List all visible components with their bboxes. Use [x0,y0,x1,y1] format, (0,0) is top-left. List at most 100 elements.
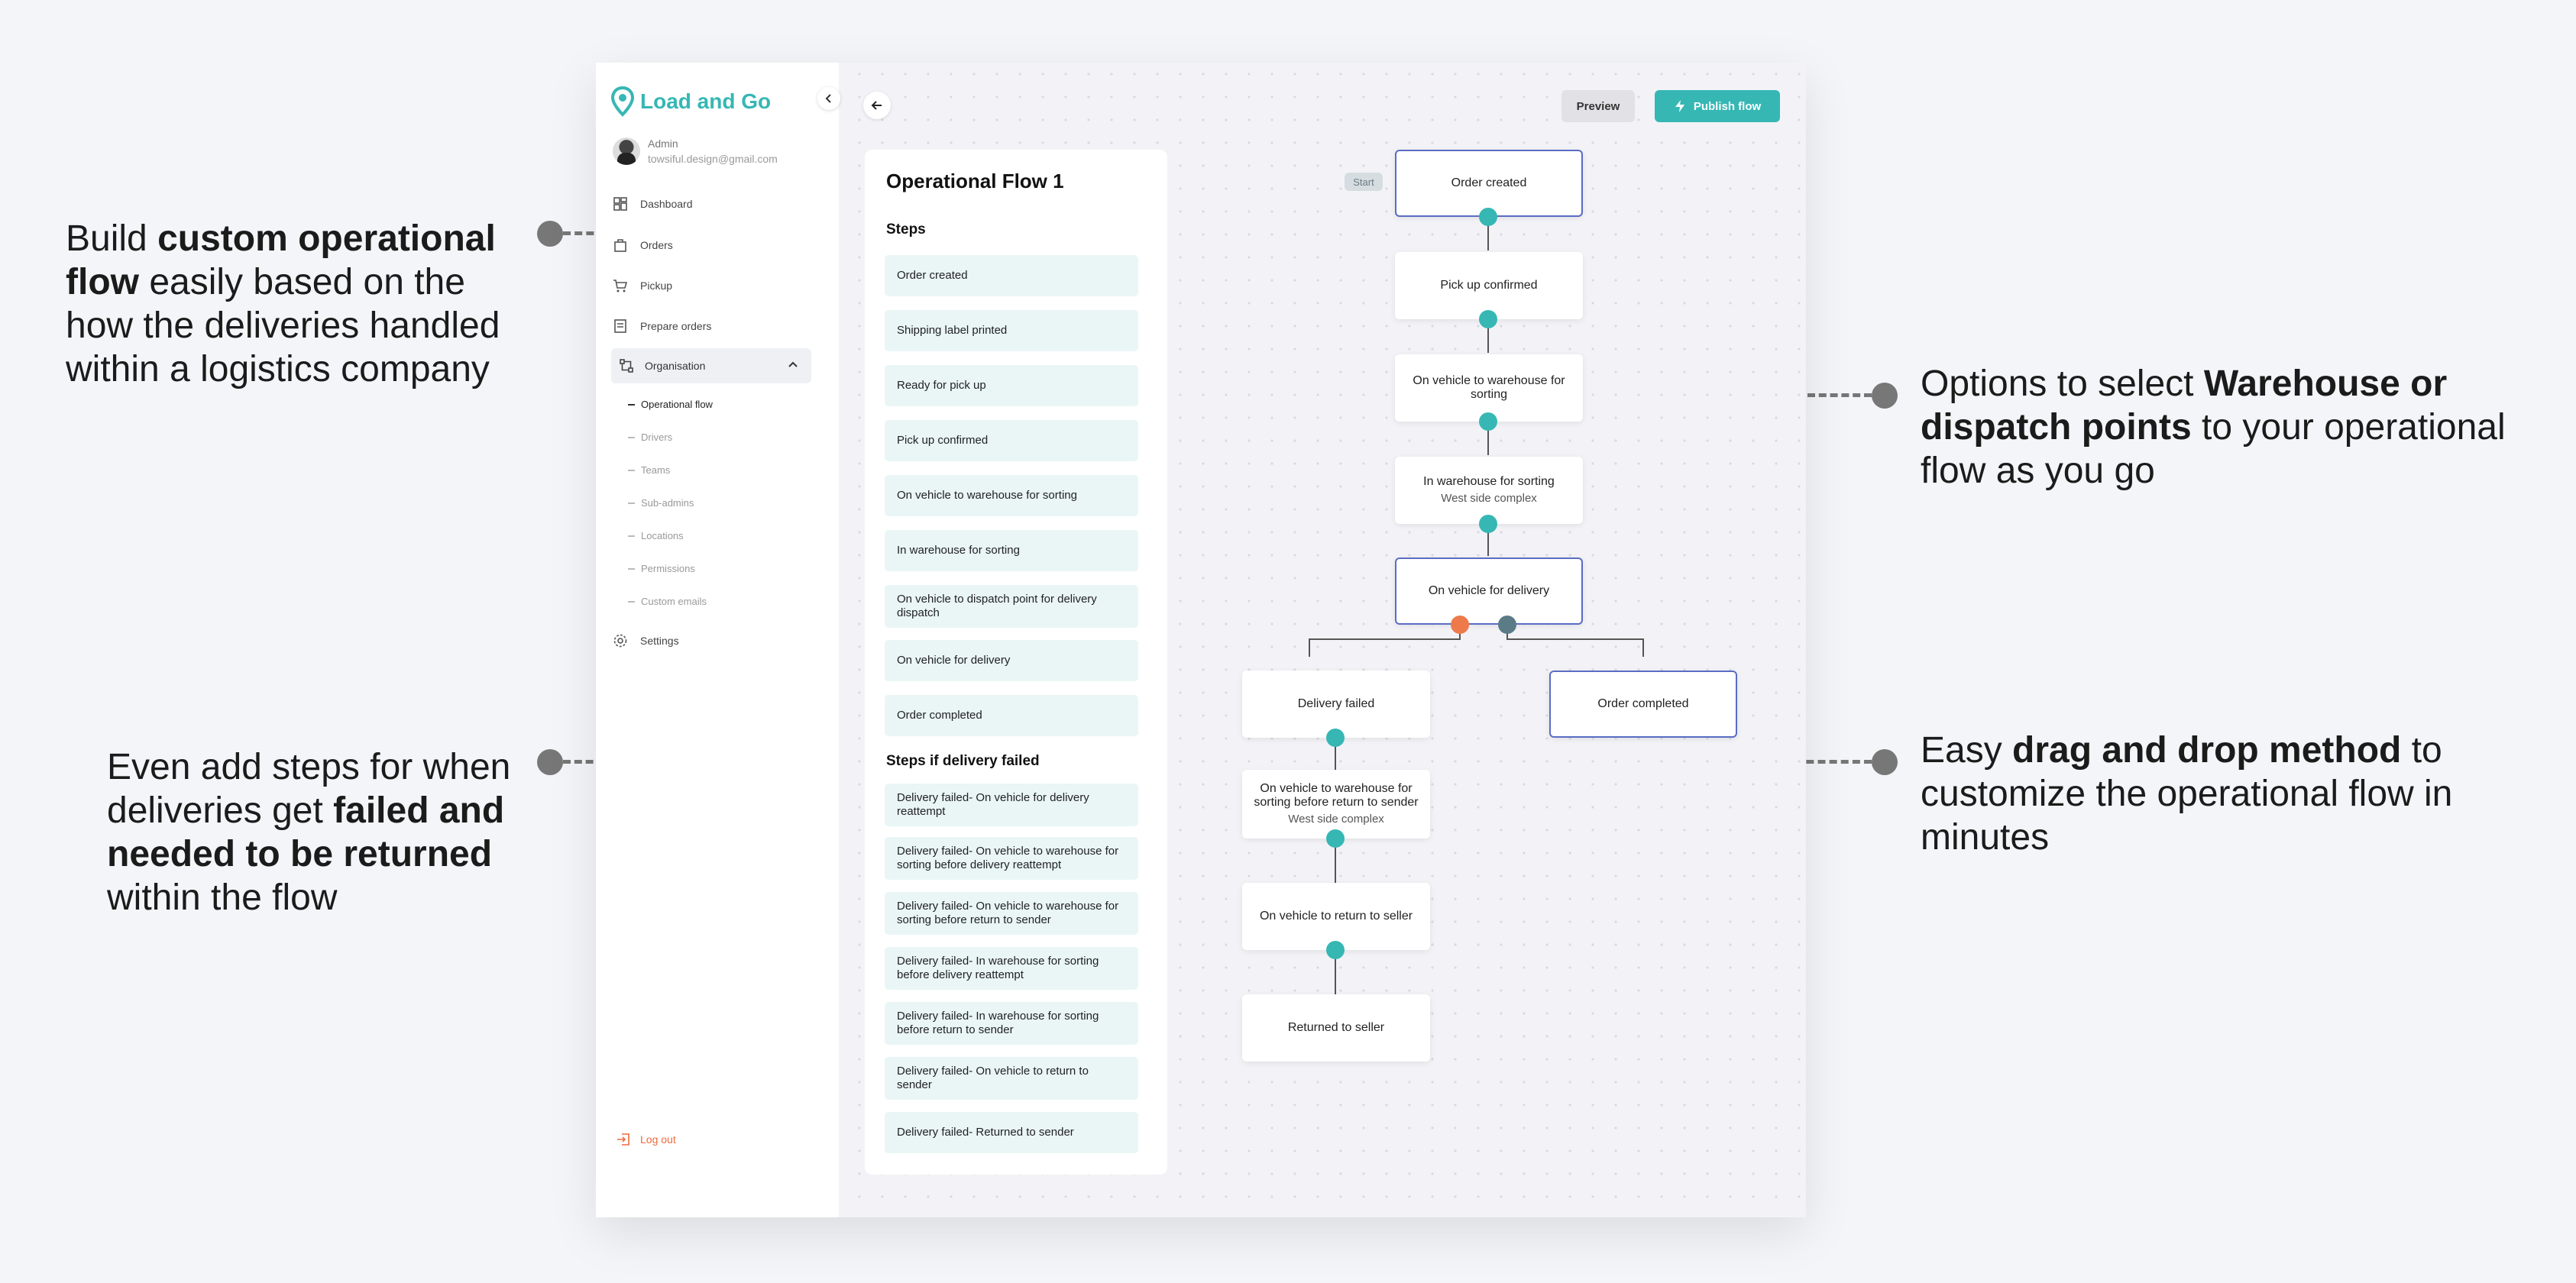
nav-settings[interactable]: Settings [613,629,679,652]
nav-dashboard[interactable]: Dashboard [613,192,693,215]
document-icon [613,318,628,334]
start-badge: Start [1345,173,1383,191]
user-role: Admin [648,137,678,150]
step-item[interactable]: Order completed [885,695,1138,736]
subnav-teams[interactable]: Teams [628,464,670,476]
connector-line [1309,638,1461,640]
subnav-operational-flow[interactable]: Operational flow [628,399,713,410]
connection-handle[interactable] [1479,412,1497,431]
connection-handle[interactable] [1326,941,1345,959]
connector-line [1487,522,1489,556]
cart-icon [613,278,628,293]
user-profile[interactable]: Admin towsiful.design@gmail.com [613,137,778,165]
nav-settings-label: Settings [640,635,679,647]
dash-marker [628,403,635,406]
chevron-up-icon [788,361,798,367]
failed-step-item[interactable]: Delivery failed- On vehicle to warehouse… [885,837,1138,880]
flow-node-return-to-seller[interactable]: On vehicle to return to seller [1242,883,1430,950]
flow-node-label: Returned to seller [1287,1021,1385,1034]
subnav-label: Drivers [641,431,673,443]
annotation-pin [537,749,563,775]
app-window: Load and Go Admin towsiful.design@gmail.… [596,63,1806,1217]
connection-handle[interactable] [1479,208,1497,226]
failed-step-item[interactable]: Delivery failed- On vehicle for delivery… [885,784,1138,826]
subnav-custom-emails[interactable]: Custom emails [628,596,707,607]
logout-button[interactable]: Log out [616,1132,676,1147]
flow-node-location: West side complex [1441,492,1537,505]
nav-pickup[interactable]: Pickup [613,274,672,297]
publish-flow-label: Publish flow [1693,99,1762,113]
flow-node-return-sorting[interactable]: On vehicle to warehouse for sorting befo… [1242,770,1430,839]
subnav-drivers[interactable]: Drivers [628,431,672,443]
success-branch-handle[interactable] [1498,616,1516,634]
flow-node-order-completed[interactable]: Order completed [1549,671,1737,738]
flow-node-label: On vehicle to warehouse for sorting befo… [1254,782,1419,809]
nav-orders[interactable]: Orders [613,234,673,257]
flow-node-label: On vehicle for delivery [1428,584,1550,597]
flow-node-vehicle-for-delivery[interactable]: On vehicle for delivery [1395,557,1583,625]
step-item[interactable]: On vehicle to dispatch point for deliver… [885,585,1138,628]
step-item[interactable]: On vehicle for delivery [885,640,1138,681]
preview-button[interactable]: Preview [1561,90,1635,122]
back-button[interactable] [863,92,891,119]
annotation-text: Easy [1921,730,2013,771]
annotation-text: within the flow [107,877,338,918]
connector-line [1642,638,1644,657]
sidebar: Load and Go Admin towsiful.design@gmail.… [596,63,840,1217]
subnav-label: Sub-admins [641,497,694,509]
annotation-text: Options to select [1921,364,2204,404]
flow-node-order-created[interactable]: Order created [1395,150,1583,217]
subnav-locations[interactable]: Locations [628,530,684,541]
failed-step-item[interactable]: Delivery failed- In warehouse for sortin… [885,947,1138,990]
connection-handle[interactable] [1479,515,1497,533]
nav-organisation-label: Organisation [645,360,706,372]
chevron-left-icon [825,94,831,103]
step-item[interactable]: On vehicle to warehouse for sorting [885,475,1138,516]
flow-node-returned-to-seller[interactable]: Returned to seller [1242,994,1430,1062]
failed-step-item[interactable]: Delivery failed- Returned to sender [885,1112,1138,1153]
nav-prepare-orders[interactable]: Prepare orders [613,315,711,338]
step-item[interactable]: Shipping label printed [885,310,1138,351]
dash-marker [628,436,635,438]
flow-title: Operational Flow 1 [886,170,1064,192]
failed-branch-handle[interactable] [1451,616,1469,634]
logout-label: Log out [640,1133,676,1146]
annotation-text: to your operational flow as you go [1921,407,2506,491]
subnav-sub-admins[interactable]: Sub-admins [628,497,694,509]
user-email: towsiful.design@gmail.com [648,153,778,165]
flow-node-label: Order completed [1597,697,1689,710]
flow-node-delivery-failed[interactable]: Delivery failed [1242,671,1430,738]
failed-step-item[interactable]: Delivery failed- In warehouse for sortin… [885,1002,1138,1045]
step-item[interactable]: Order created [885,255,1138,296]
failed-step-item[interactable]: Delivery failed- On vehicle to return to… [885,1057,1138,1100]
connection-handle[interactable] [1326,829,1345,848]
brand-logo[interactable]: Load and Go [610,86,771,118]
subnav-label: Teams [641,464,671,476]
annotation-failed-steps: Even add steps for when deliveries get f… [107,745,535,919]
subnav-label: Operational flow [641,399,713,410]
collapse-sidebar-button[interactable] [817,87,840,110]
annotation-bold: Warehouse or dispatch points [1921,364,2448,448]
nav-organisation[interactable]: Organisation [611,348,811,383]
step-item[interactable]: Ready for pick up [885,365,1138,406]
grid-icon [613,196,628,212]
subnav-permissions[interactable]: Permissions [628,563,695,574]
failed-step-item[interactable]: Delivery failed- On vehicle to warehouse… [885,892,1138,935]
flow-node-pickup-confirmed[interactable]: Pick up confirmed [1395,252,1583,319]
nav-prepare-orders-label: Prepare orders [640,320,712,332]
avatar [613,137,640,165]
connector-line [1487,318,1489,353]
step-item[interactable]: In warehouse for sorting [885,530,1138,571]
connection-handle[interactable] [1479,310,1497,328]
location-pin-icon [610,86,635,117]
annotation-bold: custom operational flow [66,218,496,302]
publish-flow-button[interactable]: Publish flow [1655,90,1780,122]
dash-marker [628,469,635,471]
flow-node-vehicle-to-warehouse[interactable]: On vehicle to warehouse for sorting [1395,354,1583,422]
connection-handle[interactable] [1326,729,1345,747]
annotation-bold: drag and drop method [2012,730,2402,771]
flow-node-label: Delivery failed [1297,697,1375,710]
step-item[interactable]: Pick up confirmed [885,420,1138,461]
nav-orders-label: Orders [640,239,673,251]
